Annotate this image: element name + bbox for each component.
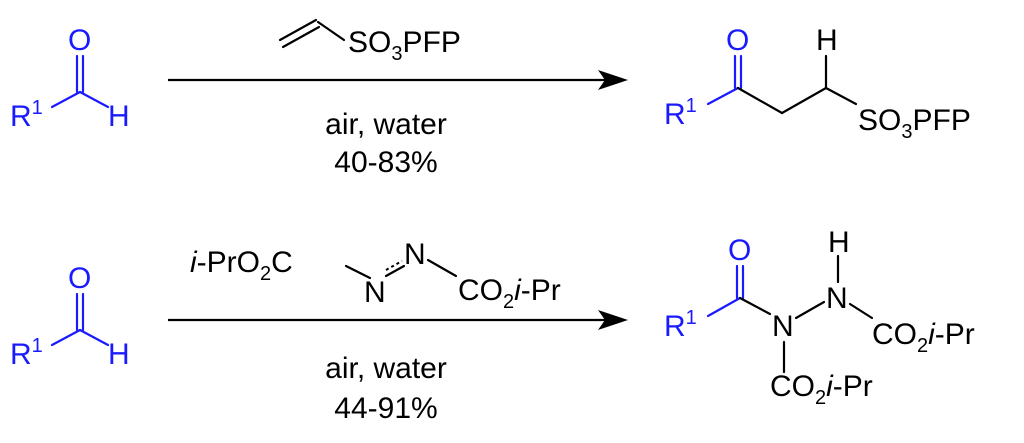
atom-o: O [728,234,751,267]
r-group-label: R1 [664,307,697,343]
reaction-2-yield: 44-91% [334,392,437,425]
atom-o: O [726,24,749,57]
bond [736,86,784,115]
reaction-1-yield: 40-83% [334,146,437,179]
reaction-1-conditions: air, water [325,108,447,141]
bond [78,328,110,347]
bond [50,90,82,109]
bond [738,296,772,316]
bond [281,25,321,49]
r-group-label: R1 [10,97,43,133]
reaction-1-product: O R1 H SO3PFP [664,24,971,143]
bond [780,86,828,115]
reagent-left-ester: i-PrO2C [190,246,293,285]
bond [426,258,458,278]
reaction-1: O R1 H SO3PFP air, water 40-83% O [10,18,971,179]
ester-label: CO2i-Pr [872,318,975,357]
atom-o: O [68,24,91,57]
reaction-1-arrow [168,70,628,90]
bond [384,264,406,278]
bond [848,302,874,320]
reaction-2: O R1 H i-PrO2C N N CO2i-Pr air, water 44… [10,226,975,425]
r-group-label: R1 [10,335,43,371]
atom-h: H [108,100,130,133]
reaction-1-reagent: SO3PFP [278,18,461,65]
bond [278,18,318,42]
ester-label: CO2i-Pr [770,370,873,409]
arrow-head [598,310,628,330]
reaction-1-substrate: O R1 H [10,24,130,133]
reagent-right-ester: CO2i-Pr [458,274,561,313]
bond [344,264,372,280]
bond [78,90,110,109]
reaction-2-substrate: O R1 H [10,262,130,371]
sulfonate-label: SO3PFP [858,104,971,143]
atom-h: H [108,338,130,371]
reaction-2-arrow [168,310,628,330]
bond [794,300,826,320]
bond [316,20,346,42]
reaction-2-reagent: i-PrO2C N N CO2i-Pr [190,238,561,313]
bond [706,86,740,106]
arrow-head [598,70,628,90]
r-group-label: R1 [664,95,697,131]
atom-n: N [772,310,794,343]
reagent-label: SO3PFP [348,26,461,65]
atom-n: N [404,238,426,271]
atom-n: N [364,276,386,309]
atom-h: H [828,226,850,259]
reaction-2-conditions: air, water [325,352,447,385]
bond [824,86,858,106]
reaction-2-product: O R1 N N H CO2i-Pr CO2i-Pr [664,226,975,409]
atom-n: N [826,282,848,315]
bond [50,328,82,347]
atom-h: H [816,24,838,57]
atom-o: O [68,262,91,295]
bond [706,296,742,318]
